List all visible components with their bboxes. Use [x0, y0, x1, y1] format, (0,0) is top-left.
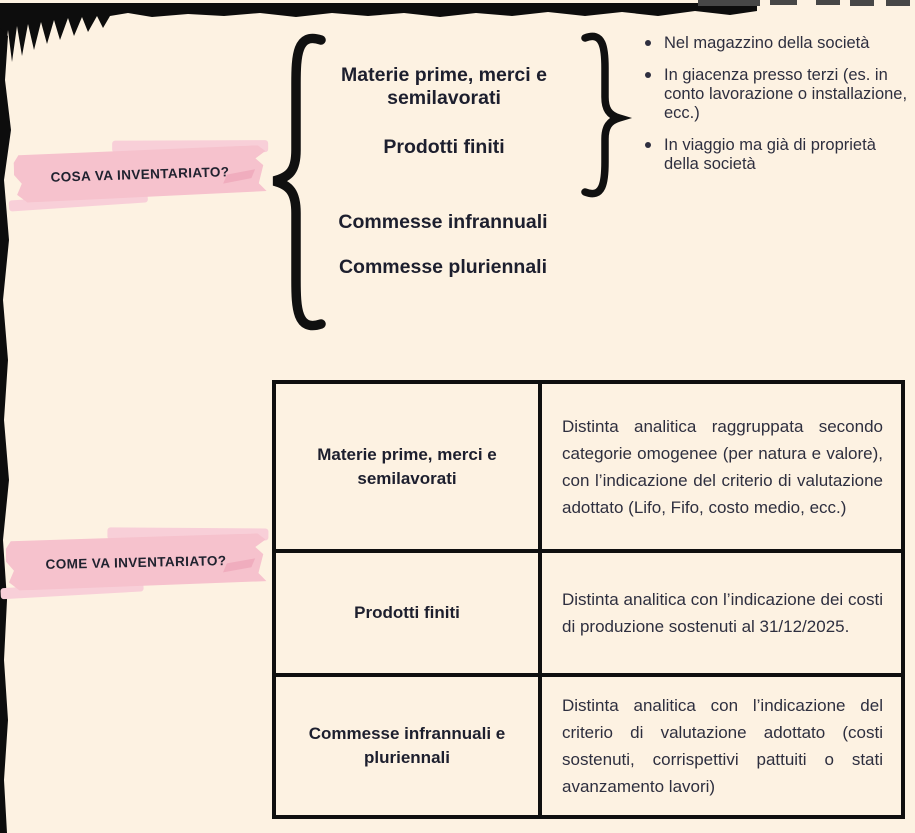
- label-come-va-inventariato: COME VA INVENTARIATO?: [0, 527, 269, 600]
- table-row: Commesse infrannuali e pluriennali Disti…: [272, 673, 905, 819]
- section-how-title: COME VA INVENTARIATO?: [45, 552, 227, 572]
- bullet-text: Nel magazzino della società: [664, 34, 870, 52]
- list-item: In viaggio ma già di proprietà della soc…: [642, 136, 914, 174]
- list-item: Nel magazzino della società: [642, 34, 914, 53]
- table-row: Materie prime, merci e semilavorati Dist…: [272, 380, 905, 553]
- table-cell-description: Distinta analitica con l’indicazione dei…: [538, 549, 905, 677]
- table-row: Prodotti finiti Distinta analitica con l…: [272, 549, 905, 677]
- section-what-title: COSA VA INVENTARIATO?: [50, 163, 230, 185]
- table-cell-description: Distinta analitica con l’indicazione del…: [538, 673, 905, 819]
- inventory-item-commesse-infrannuali: Commesse infrannuali: [338, 211, 548, 233]
- inventory-item-commesse-pluriennali: Commesse pluriennali: [338, 256, 548, 278]
- table-cell-item: Materie prime, merci e semilavorati: [272, 380, 542, 553]
- list-item: In giacenza presso terzi (es. in conto l…: [642, 66, 914, 123]
- table-cell-description: Distinta analitica raggruppata secondo c…: [538, 380, 905, 553]
- location-bullet-list: Nel magazzino della società In giacenza …: [642, 34, 914, 187]
- bullet-icon: [645, 142, 651, 148]
- bullet-icon: [645, 40, 651, 46]
- inventory-item-materie-prime: Materie prime, merci e semilavorati: [341, 64, 547, 109]
- table-cell-item: Prodotti finiti: [272, 549, 542, 677]
- inventory-method-table: Materie prime, merci e semilavorati Dist…: [272, 380, 905, 819]
- bullet-text: In giacenza presso terzi (es. in conto l…: [664, 66, 908, 122]
- inventory-item-prodotti-finiti: Prodotti finiti: [383, 136, 505, 158]
- bullet-text: In viaggio ma già di proprietà della soc…: [664, 136, 876, 173]
- table-cell-item: Commesse infrannuali e pluriennali: [272, 673, 542, 819]
- label-cosa-va-inventariato: COSA VA INVENTARIATO?: [8, 140, 269, 212]
- bullet-icon: [645, 72, 651, 78]
